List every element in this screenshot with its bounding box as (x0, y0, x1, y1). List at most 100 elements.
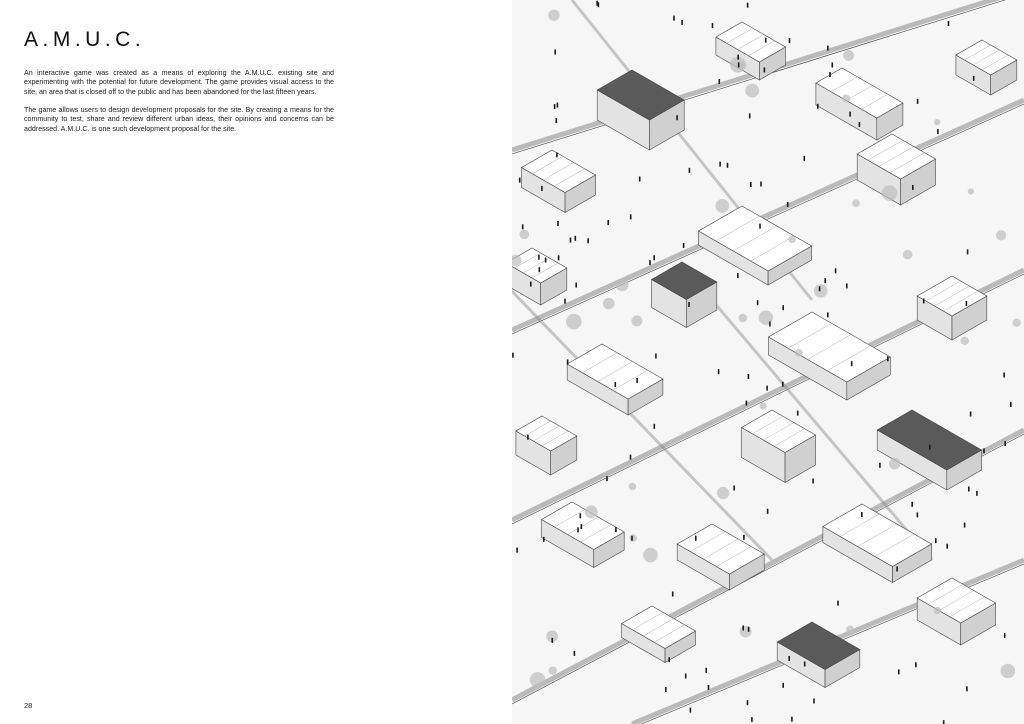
person-27 (766, 508, 769, 514)
building-roof-1 (596, 69, 685, 121)
person-32 (1010, 401, 1012, 407)
tree-20 (716, 486, 730, 500)
tree-24 (629, 534, 637, 542)
tree-12 (1012, 318, 1021, 327)
person-54 (717, 369, 720, 375)
tree-7 (795, 348, 803, 357)
roof-rib-10-3 (943, 290, 979, 312)
tree-4 (715, 199, 730, 213)
roof-rib-9-3 (827, 345, 871, 371)
person-102 (763, 67, 766, 73)
roof-rib-18-2 (938, 590, 974, 611)
roof-rib-6-2 (878, 146, 914, 167)
person-8 (718, 79, 721, 84)
roof-rib-4-1 (532, 156, 563, 174)
roof-rib-3-1 (831, 76, 858, 92)
page-number: 28 (24, 701, 33, 710)
person-71 (580, 524, 583, 530)
roof-rib-21-3 (541, 430, 569, 447)
tree-9 (566, 313, 582, 330)
person-91 (966, 249, 969, 255)
person-15 (551, 637, 554, 643)
roof-rib-6-3 (889, 152, 925, 173)
person-3 (544, 257, 547, 263)
tree-30 (881, 185, 898, 201)
roof-rib-3-2 (846, 85, 873, 101)
tree-10 (603, 297, 615, 310)
tree-18 (842, 94, 851, 103)
person-118 (861, 512, 863, 517)
person-101 (812, 478, 814, 484)
person-35 (769, 321, 771, 327)
roof-rib-21-1 (524, 420, 551, 437)
person-10 (516, 547, 518, 553)
person-63 (786, 202, 789, 207)
tree-31 (512, 254, 522, 267)
tree-8 (529, 672, 546, 688)
roof-rib-4-3 (554, 168, 585, 187)
paragraph-2: The game allows users to design developm… (24, 105, 334, 133)
person-24 (976, 490, 978, 496)
tree-33 (739, 625, 752, 638)
person-31 (737, 54, 739, 60)
roof-rib-20-3 (981, 54, 1009, 71)
person-2 (655, 353, 657, 359)
tree-13 (788, 235, 796, 243)
person-69 (922, 298, 925, 304)
person-23 (850, 361, 853, 367)
person-113 (521, 224, 524, 230)
roof-rib-11-3 (774, 428, 805, 447)
person-29 (791, 716, 793, 722)
roof-rib-13-2 (567, 516, 599, 535)
tree-11 (852, 199, 860, 208)
person-120 (574, 235, 577, 241)
person-93 (538, 254, 540, 260)
person-139 (911, 501, 913, 507)
person-43 (1003, 372, 1005, 378)
person-125 (553, 104, 556, 110)
person-46 (631, 535, 633, 541)
building-roof-12 (876, 409, 983, 471)
tree-36 (584, 505, 598, 519)
person-97 (748, 113, 751, 119)
roof-rib-5-3 (750, 235, 795, 262)
person-103 (512, 352, 514, 358)
roof-rib-2-3 (748, 40, 775, 56)
person-73 (653, 255, 655, 261)
tree-40 (933, 606, 941, 615)
right-page (512, 0, 1024, 724)
person-39 (849, 111, 851, 117)
roof-rib-4-2 (543, 162, 574, 181)
person-100 (803, 155, 806, 161)
person-132 (695, 535, 697, 541)
person-56 (543, 536, 545, 542)
tree-23 (738, 313, 748, 323)
roof-rib-15-3 (874, 533, 915, 557)
roof-rib-14-3 (716, 546, 752, 567)
person-86 (556, 102, 559, 108)
person-75 (983, 448, 985, 454)
person-123 (782, 682, 784, 688)
left-page: A.M.U.C. An interactive game was created… (24, 28, 334, 710)
person-87 (705, 667, 707, 673)
person-40 (858, 122, 861, 128)
roof-rib-11-2 (763, 422, 794, 441)
person-84 (782, 381, 784, 387)
person-109 (597, 2, 600, 8)
person-37 (538, 267, 541, 273)
person-78 (579, 513, 582, 519)
person-50 (688, 302, 690, 307)
person-108 (1003, 633, 1006, 638)
person-20 (788, 656, 790, 661)
tree-37 (846, 625, 855, 634)
roof-rib-8-2 (597, 361, 633, 382)
person-7 (831, 62, 834, 68)
person-135 (827, 312, 829, 318)
person-44 (530, 281, 532, 287)
person-107 (733, 485, 735, 491)
person-19 (737, 273, 739, 279)
person-57 (745, 400, 748, 406)
person-4 (629, 214, 632, 220)
tree-1 (759, 402, 767, 410)
person-127 (569, 237, 572, 243)
